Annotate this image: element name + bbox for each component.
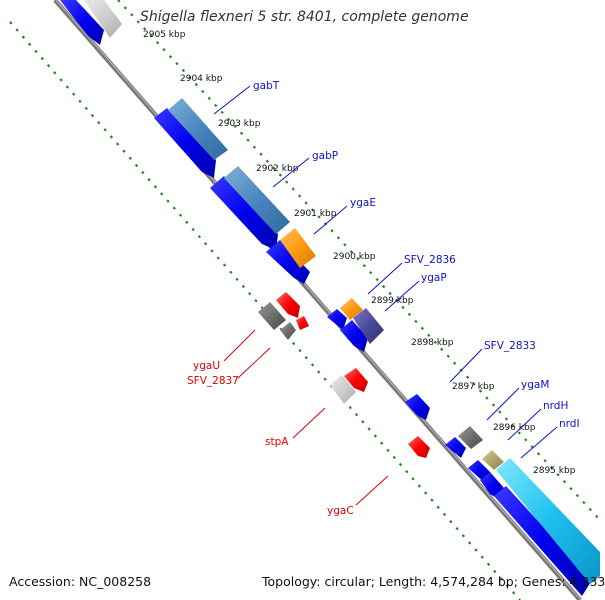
gene-label-stpA[interactable]: stpA [265,436,289,448]
gene-label-ygaC[interactable]: ygaC [327,505,354,517]
genome-title: Shigella flexneri 5 str. 8401, complete … [140,9,469,25]
gene-feature-gabT-blue [154,108,216,178]
gene-feature-long-cyan [496,458,600,584]
gene-feature-sfv2833-blue [405,394,430,420]
gene-feature-sfv2836-blue [327,309,347,330]
tick-label-2903: 2903 kbp [218,119,261,129]
gene-feature-ygaM-blue [445,437,466,458]
genome-backbone [53,0,582,600]
reverse-label-leaders [223,329,389,506]
gene-feature-gabT-steel [168,98,228,160]
gene-label-ygaU[interactable]: ygaU [193,360,220,372]
gene-feature-ygaM-gray [458,426,483,449]
gene-feature-top-blue [60,0,104,45]
gene-feature-ygaE-blue [266,240,310,284]
accession-label: Accession: NC_008258 [9,574,152,589]
gene-feature-top-gray [84,0,122,38]
gene-label-sfv2837[interactable]: SFV_2837 [187,375,239,387]
tick-label-2896: 2896 kbp [493,423,536,433]
forward-strand-features [60,0,600,596]
tick-label-2899: 2899 kbp [371,296,414,306]
gene-feature-sfv2836-orange [340,298,363,320]
tick-label-2897: 2897 kbp [452,382,495,392]
tick-label-2904: 2904 kbp [180,74,223,84]
forward-gene-labels: gabT gabP ygaE SFV_2836 ygaP SFV_2833 yg… [253,80,580,430]
gene-feature-long-blue [494,486,592,596]
gene-label-nrdH[interactable]: nrdH [543,400,568,412]
gene-feature-gabP-steel [224,166,290,234]
gene-feature-gabP-blue [210,176,278,250]
gene-feature-ygaP-blue [340,320,368,352]
gene-label-nrdI[interactable]: nrdI [559,418,580,430]
gene-feature-sfv2837-gray [280,322,296,340]
gene-feature-ygaU-red [276,292,300,318]
gene-label-sfv2833[interactable]: SFV_2833 [484,340,536,352]
gene-label-ygaE[interactable]: ygaE [350,197,376,209]
tick-label-2902: 2902 kbp [256,164,299,174]
gene-label-ygaM[interactable]: ygaM [521,379,549,391]
gene-feature-stpA-red [344,368,368,392]
gene-label-gabT[interactable]: gabT [253,80,280,92]
gene-feature-nrdI-olive [482,450,504,470]
reverse-strand-features [258,292,430,458]
tick-label-2901: 2901 kbp [294,209,337,219]
tick-labels: 2905 kbp 2904 kbp 2903 kbp 2902 kbp 2901… [143,30,576,476]
tick-label-2898: 2898 kbp [411,338,454,348]
tick-label-2895: 2895 kbp [533,466,576,476]
tick-label-2905: 2905 kbp [143,30,186,40]
gene-feature-ygaP-slate [353,308,384,344]
gene-feature-ygaE-orange [280,228,316,268]
gene-label-sfv2836[interactable]: SFV_2836 [404,254,456,266]
gene-feature-ygaU-gray [258,302,286,330]
gene-feature-ygaC-red [408,436,430,458]
tick-guide-outer [117,0,601,521]
forward-label-leaders [213,85,558,459]
tick-label-2900: 2900 kbp [333,252,376,262]
genome-summary: Topology: circular; Length: 4,574,284 bp… [262,574,605,589]
gene-label-gabP[interactable]: gabP [312,150,338,162]
gene-feature-sfv2837-red [296,316,309,330]
tick-guides [9,0,601,600]
reverse-gene-labels: ygaU SFV_2837 stpA ygaC [187,360,354,517]
gene-label-ygaP[interactable]: ygaP [421,272,447,284]
gene-feature-stpA-light [330,375,356,404]
